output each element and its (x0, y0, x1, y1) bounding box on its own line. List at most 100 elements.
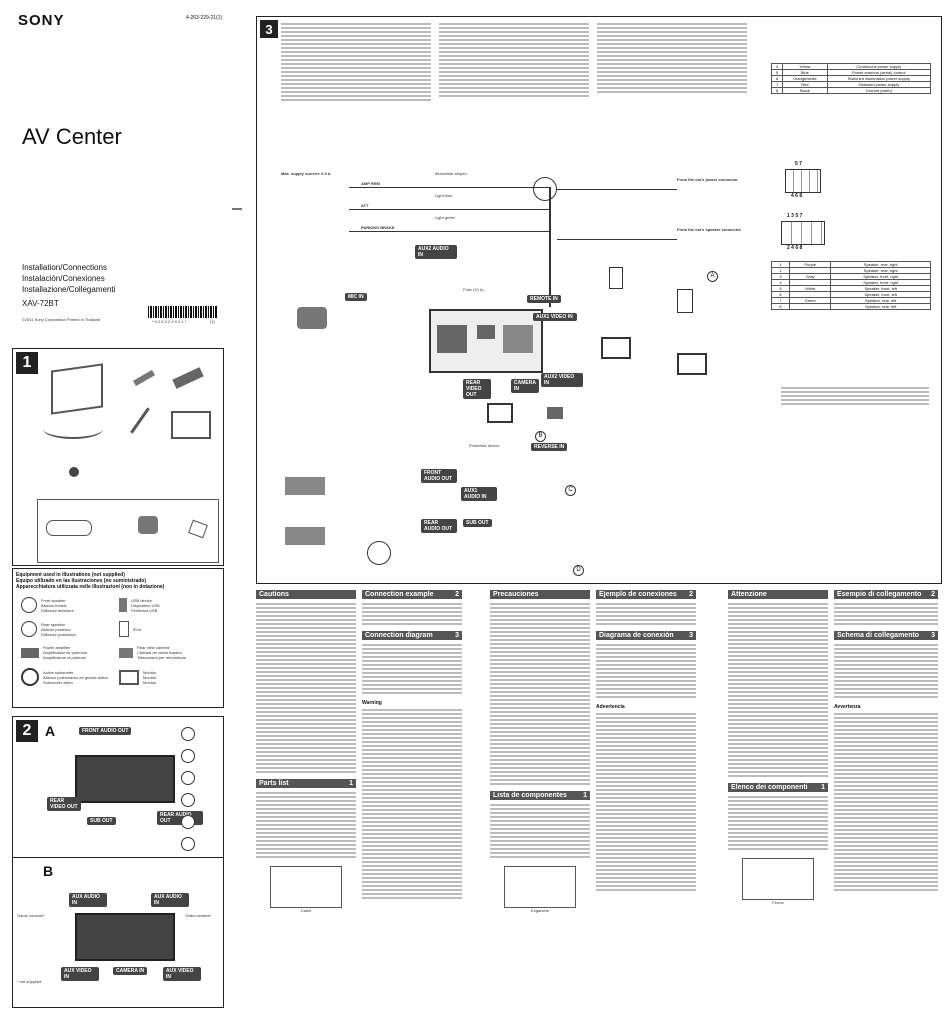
equipment-grid: Front speaker Altavoz frontal Diffusore … (21, 597, 217, 686)
esempio-text (834, 603, 938, 625)
amplifier-icon (21, 647, 39, 658)
catch-illustration (270, 866, 342, 908)
parking-brake-label: PARKING BRAKE (361, 225, 395, 230)
barcode (148, 306, 218, 318)
header-text: Elenco dei componenti (731, 784, 808, 791)
schema-text (834, 644, 938, 698)
header-badge: 2 (455, 591, 459, 598)
subtitle-it: Installazione/Collegamenti (22, 285, 116, 294)
circled-letter: B (535, 431, 546, 442)
parts-list-text (256, 792, 356, 858)
connector-block (477, 325, 495, 339)
speaker-connector-grey (297, 307, 327, 329)
ground-clamp (533, 177, 557, 201)
light-green-label: Light green (435, 215, 456, 220)
monitor-device (487, 403, 513, 423)
notes-es (439, 23, 589, 97)
enganche-illustration (504, 866, 576, 908)
speaker-icon (181, 749, 195, 763)
amplifier-device (285, 527, 325, 545)
col-es-2: Ejemplo de conexiones 2 Diagrama de conex… (596, 590, 696, 1005)
speaker-icon (181, 727, 195, 741)
monitor-device (601, 337, 631, 359)
attenzione-text (728, 603, 828, 777)
equipment-item: Front speaker Altavoz frontal Diffusore … (21, 597, 119, 613)
label-rear-video-out: REAR VIDEO OUT (463, 379, 491, 399)
header-text: Ejemplo de conexiones (599, 591, 677, 598)
pin: 8 (770, 303, 791, 310)
speaker-icon (181, 793, 195, 807)
header-ejemplo: Ejemplo de conexiones 2 (596, 590, 696, 599)
monitor-device (677, 353, 707, 375)
brand-logo: SONY (18, 12, 65, 29)
label-remote-in: REMOTE IN (527, 295, 561, 303)
label-aux2-video-in: AUX2 VIDEO IN (541, 373, 583, 387)
part-frame (171, 411, 211, 439)
label-rear-audio-out: REAR AUDIO OUT (421, 519, 457, 533)
ejemplo-text (596, 603, 696, 625)
header-parts-list: Parts list 1 (256, 779, 356, 788)
label-mic-in: MIC IN (345, 293, 367, 301)
header-badge: 2 (689, 591, 693, 598)
section-2a-right-col (181, 727, 195, 851)
header-text: Diagrama de conexión (599, 632, 674, 639)
part-connector (172, 367, 204, 389)
cautions-text (256, 603, 356, 773)
header-badge: 1 (349, 780, 353, 787)
section-2b-label: B (43, 863, 54, 879)
label-aux1-video-in: AUX1 VIDEO IN (533, 313, 577, 321)
lista-text (490, 804, 590, 858)
header-precauciones: Precauciones (490, 590, 590, 599)
connection-example-text (362, 603, 462, 625)
label-front-audio-out: FRONT AUDIO OUT (421, 469, 457, 483)
part-rod (130, 407, 150, 434)
pin-label-top: 5 7 (795, 161, 802, 167)
equipment-label: Monitor Monitor Monitor (143, 669, 157, 685)
fermo-illustration (742, 858, 814, 900)
circled-letter: D (573, 565, 584, 576)
label-rear-audio-out: REAR AUDIO OUT (157, 811, 203, 825)
wire-bundle (549, 187, 551, 307)
equipment-label: Front speaker Altavoz frontal Diffusore … (41, 597, 74, 613)
barcode-suffix: (1) (210, 319, 215, 324)
part-bracket (51, 363, 103, 415)
cut-mark (232, 208, 242, 210)
ipod-device (609, 267, 623, 289)
protective-label: Protective device (469, 443, 500, 448)
video-camera-label: Video camera* (185, 913, 212, 918)
label-rear-video-out: REAR VIDEO OUT (47, 797, 81, 811)
header-text: Parts list (259, 780, 289, 787)
circled-letter: A (707, 271, 718, 282)
warning-text (362, 709, 462, 899)
equipment-item: Power amplifier Amplificador de potencia… (21, 645, 119, 660)
equipment-label: iPod (133, 626, 142, 632)
enganche-label: Enganche (530, 908, 549, 913)
header-cautions: Cautions (256, 590, 356, 599)
header-text: Esempio di collegamento (837, 591, 922, 598)
label-aux2-audio-in: AUX2 AUDIO IN (415, 245, 457, 259)
label-aux-video-in-1: AUX VIDEO IN (61, 967, 99, 981)
part-screw (69, 467, 79, 477)
equipment-box: Equipment used in illustrations (not sup… (12, 568, 224, 708)
header-text: Schema di collegamento (837, 632, 920, 639)
from-power-label: From the car's power connector (677, 177, 738, 182)
wire-to-power (557, 189, 677, 190)
part-remote (46, 520, 92, 536)
section-1-number: 1 (16, 352, 38, 374)
header-esempio: Esempio di collegamento 2 (834, 590, 938, 599)
equipment-item: USB device Dispositivo USB Periferica US… (119, 597, 217, 613)
speaker-icon (181, 837, 195, 851)
header-badge: 2 (931, 591, 935, 598)
connector-block (437, 325, 467, 353)
diagram-footnote (781, 387, 929, 405)
subwoofer-device (367, 541, 391, 565)
